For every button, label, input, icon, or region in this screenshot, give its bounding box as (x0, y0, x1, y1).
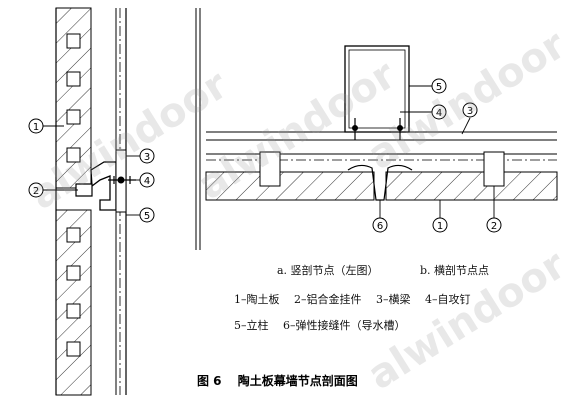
mullion-profile (344, 45, 410, 133)
callout-left-2: 2 (33, 186, 39, 197)
left-callouts (28, 118, 155, 223)
vertical-section (28, 7, 155, 396)
panel-cavities (66, 33, 81, 357)
right-callouts (372, 78, 502, 233)
legend-vertical-node: a. 竖剖节点（左图） (277, 264, 379, 277)
callout-left-4: 4 (144, 176, 150, 187)
callout-left-5: 5 (144, 211, 150, 222)
clay-panel-horizontal-left (205, 171, 375, 201)
callout-right-6: 6 (377, 221, 383, 232)
callout-right-4: 4 (436, 108, 442, 119)
figure-caption: 图 6 陶土板幕墙节点剖面图 (197, 374, 358, 388)
legend-horizontal-node: b. 横剖节点点 (420, 264, 490, 277)
legend-line-1: 1–陶土板 2–铝合金挂件 3–横梁 4–自攻钉 (234, 293, 471, 306)
callout-left-3: 3 (144, 152, 150, 163)
callout-right-5: 5 (436, 82, 442, 93)
callout-left-1: 1 (33, 122, 39, 133)
self-tapping-screw (108, 176, 136, 184)
screws (352, 118, 403, 140)
clay-panel-horizontal-right (385, 171, 558, 201)
callout-right-2: 2 (491, 221, 497, 232)
callout-right-1: 1 (437, 221, 443, 232)
callout-right-3: 3 (467, 106, 473, 117)
aluminum-hanger (90, 161, 117, 211)
horizontal-section (195, 8, 558, 250)
legend-line-2: 5–立柱 6–弹性接缝件（导水槽） (234, 319, 406, 332)
